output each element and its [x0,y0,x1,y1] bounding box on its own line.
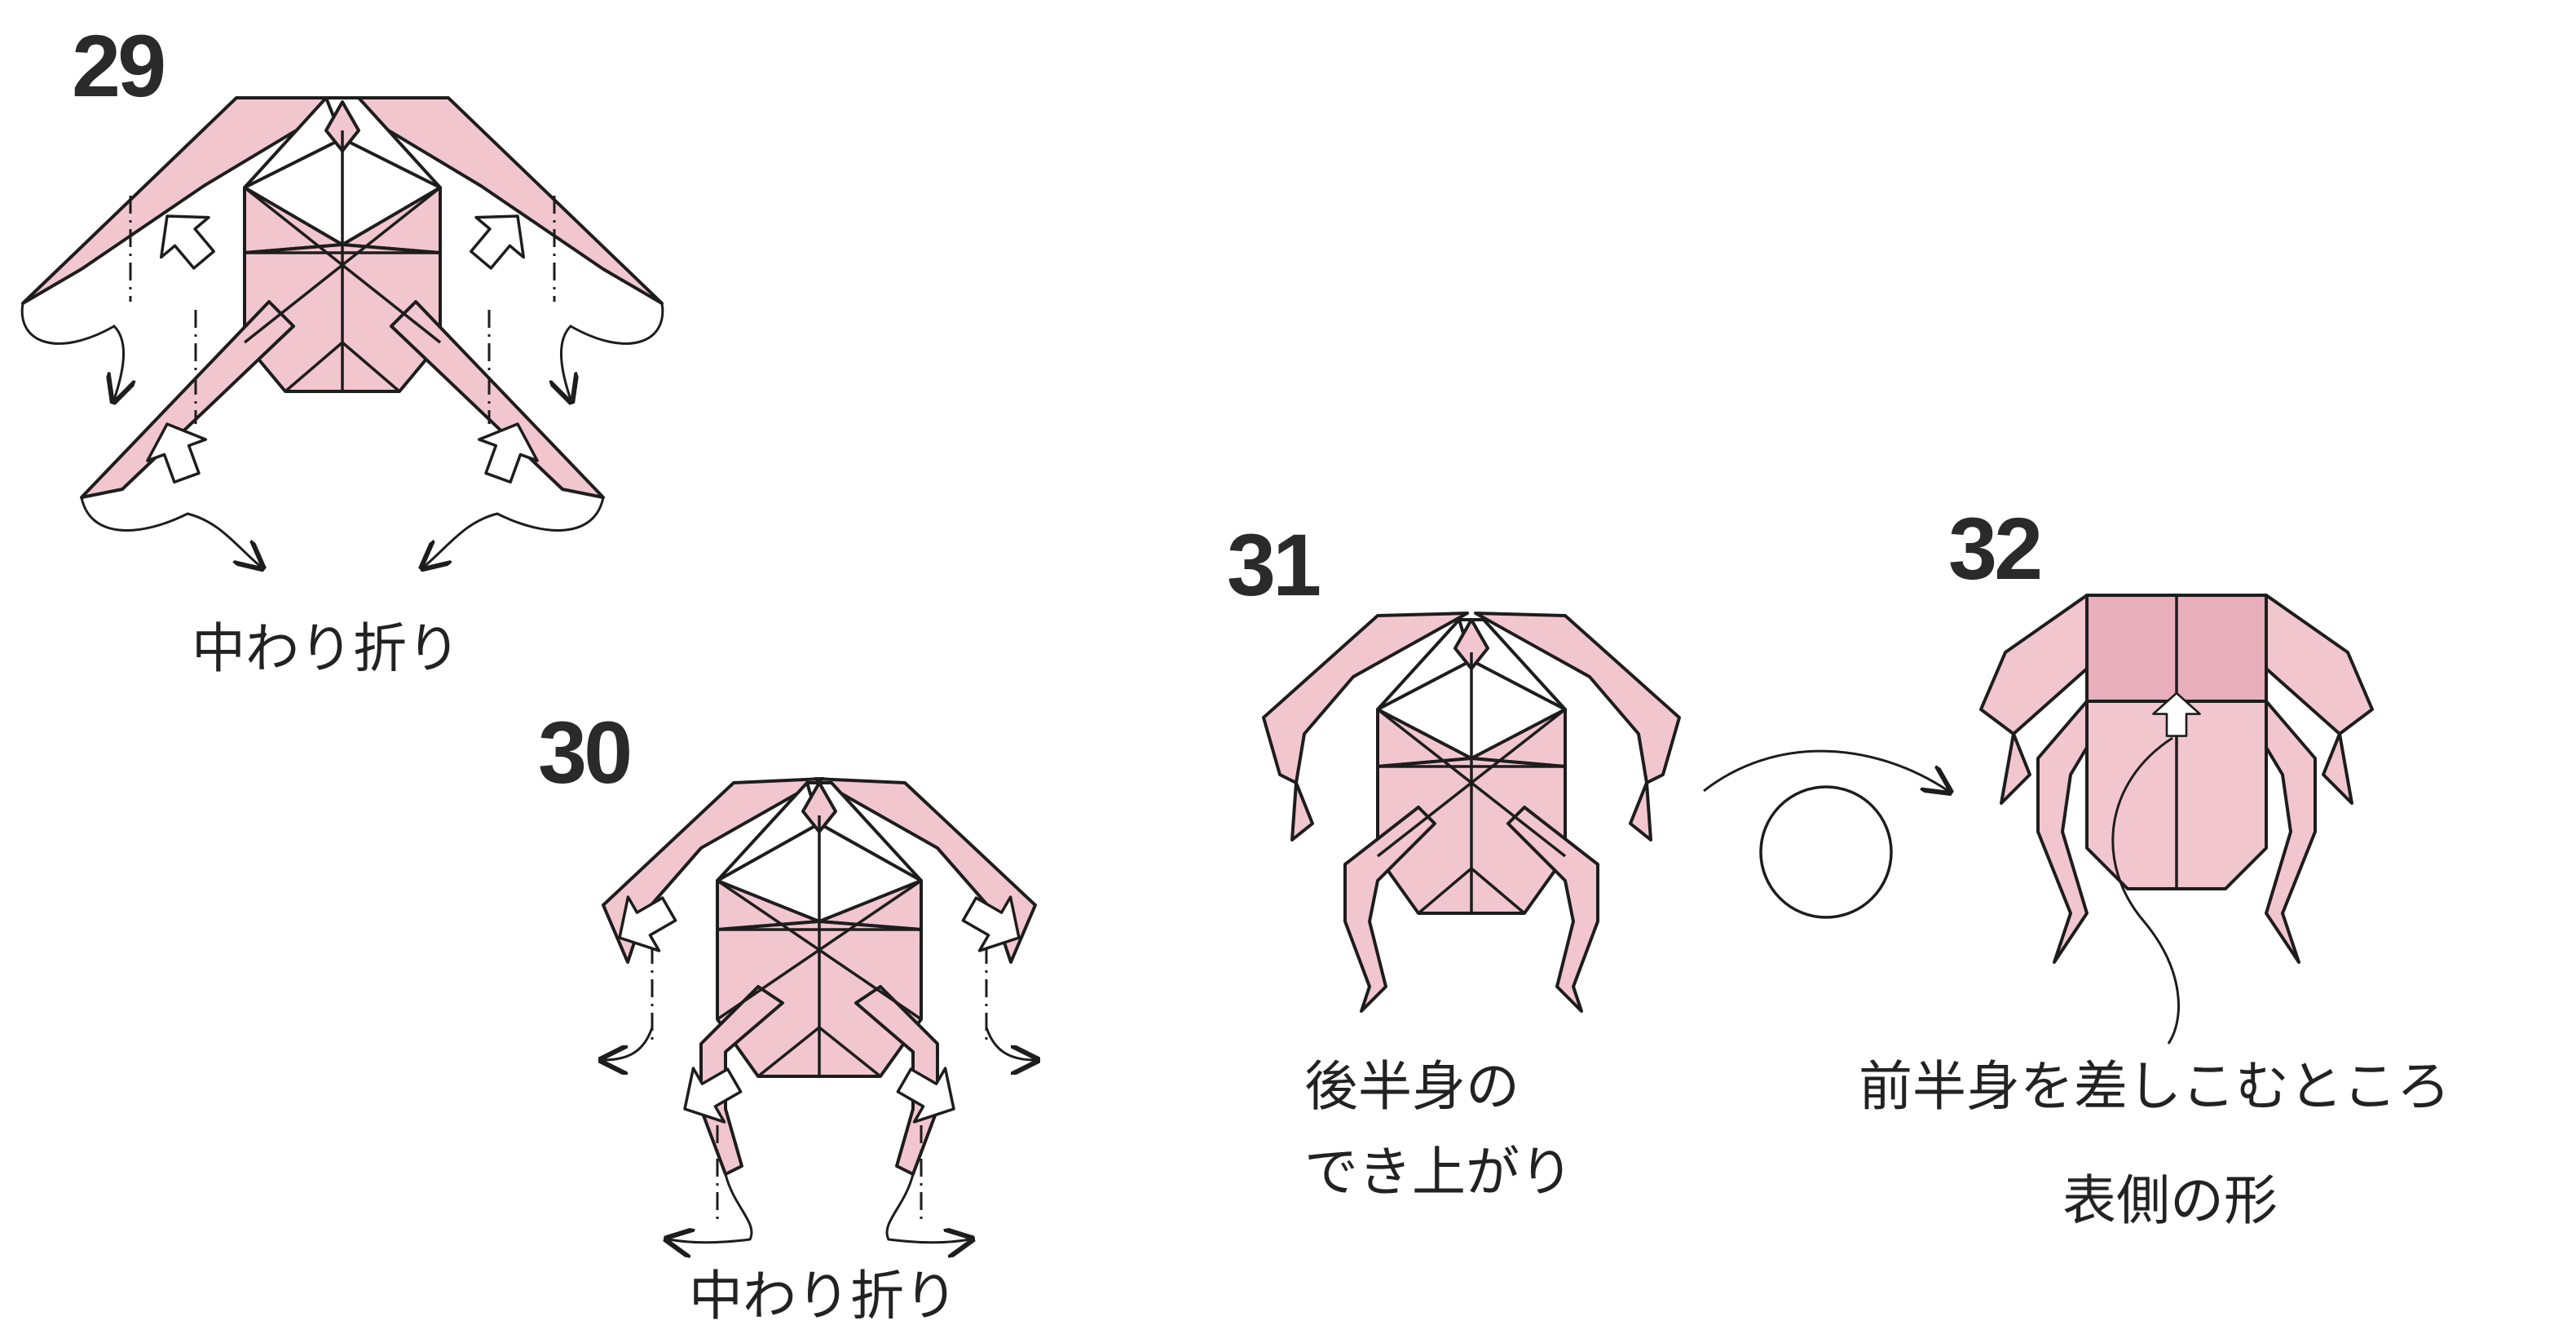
turn-over-symbol [1703,749,1948,919]
upper-right-arm [1474,612,1681,784]
step-30: 30 中わり折り [538,703,1035,1327]
lower-right-leg [390,300,605,499]
upper-left-arm [602,777,825,964]
upper-right-arm [814,777,1037,964]
upper-left-arm [1262,612,1469,784]
lower-right-leg [2256,700,2317,964]
lower-left-leg [2036,700,2097,964]
step-number-32: 32 [1948,499,2040,598]
step-29-caption: 中わり折り [192,617,461,680]
lower-right-leg [1506,806,1599,1013]
upper-left-claw [1290,781,1314,841]
upper-right-claw [2322,732,2353,805]
lower-left-leg [699,985,784,1176]
shoulder-right [341,186,442,254]
upper-left-claw [2000,732,2031,805]
upper-right-arm [333,96,664,305]
head-white-right [805,781,923,882]
step-31: 31 後半身の でき上がり [1227,515,1681,1204]
step-31-caption-line1: 後半身の [1304,1055,1520,1118]
upper-right-claw [1629,781,1652,841]
step-31-caption-line2: でき上がり [1304,1141,1573,1204]
lower-left-leg [1343,806,1436,1013]
lower-left-leg [80,300,295,499]
step-number-31: 31 [1227,515,1320,614]
step-32: 32 前半身を差しこむところ 表側の形 [1859,499,2450,1232]
step-number-29: 29 [72,16,164,115]
upper-left-arm [21,96,352,305]
lower-right-leg [854,985,939,1176]
step-32-caption-line1: 前半身を差しこむところ [1859,1055,2450,1118]
upper-left-arm [1979,594,2089,735]
step-30-caption: 中わり折り [689,1265,958,1327]
shoulder-left [243,186,344,254]
step-32-caption-line2: 表側の形 [2062,1169,2278,1232]
step-number-30: 30 [538,703,629,802]
upper-right-arm [2265,594,2374,735]
step-29: 29 中わり折り [20,16,664,680]
